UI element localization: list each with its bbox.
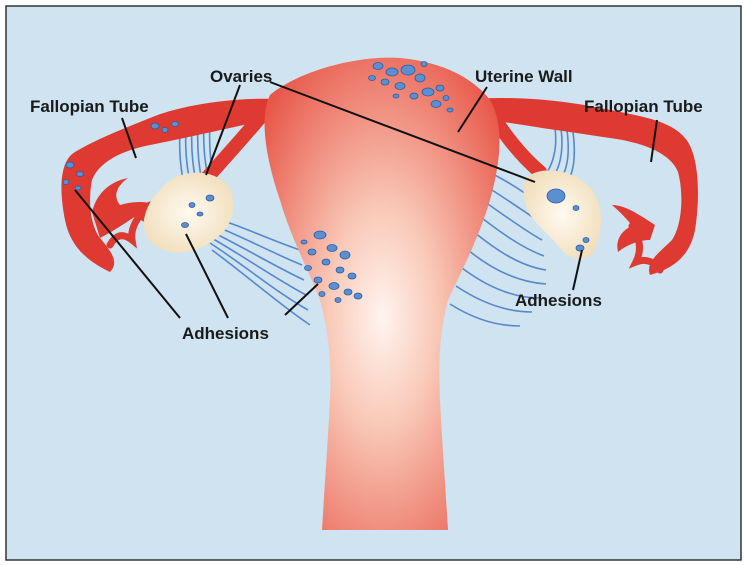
label-fallopian-tube-right: Fallopian Tube bbox=[584, 97, 703, 116]
label-adhesions-center: Adhesions bbox=[182, 324, 269, 343]
label-fallopian-tube-left: Fallopian Tube bbox=[30, 97, 149, 116]
label-uterine-wall: Uterine Wall bbox=[475, 67, 573, 86]
label-adhesions-right: Adhesions bbox=[515, 291, 602, 310]
label-ovaries: Ovaries bbox=[210, 67, 272, 86]
